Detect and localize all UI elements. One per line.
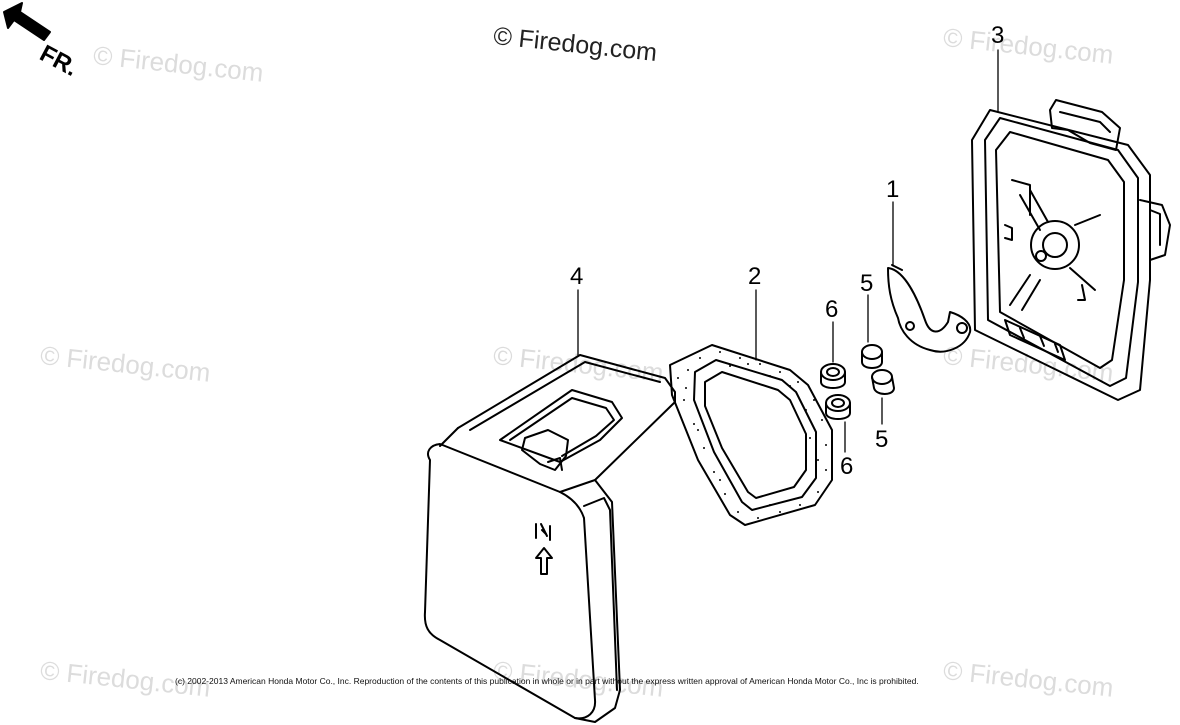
air-cleaner-base [971,99,1171,401]
leader-lines [577,49,999,453]
air-cleaner-cover [423,354,676,723]
callout-5-lower: 5 [875,426,889,453]
collar-5a [861,344,883,369]
callout-3: 3 [991,22,1005,49]
foam-texture [677,351,827,519]
foam-element [669,344,833,526]
callout-1: 1 [886,176,900,203]
nut-6a [820,363,846,389]
front-arrow-icon [3,2,51,41]
collar-5b [871,369,895,395]
copyright-notice: (c) 2002-2013 American Honda Motor Co., … [175,676,919,686]
callout-4: 4 [570,263,584,290]
nut-6b [825,394,851,420]
callout-6-lower: 6 [840,453,854,480]
callout-6-upper: 6 [825,296,839,323]
callout-5-upper: 5 [860,270,874,297]
callout-2: 2 [748,263,762,290]
bracket-plate [887,264,972,353]
